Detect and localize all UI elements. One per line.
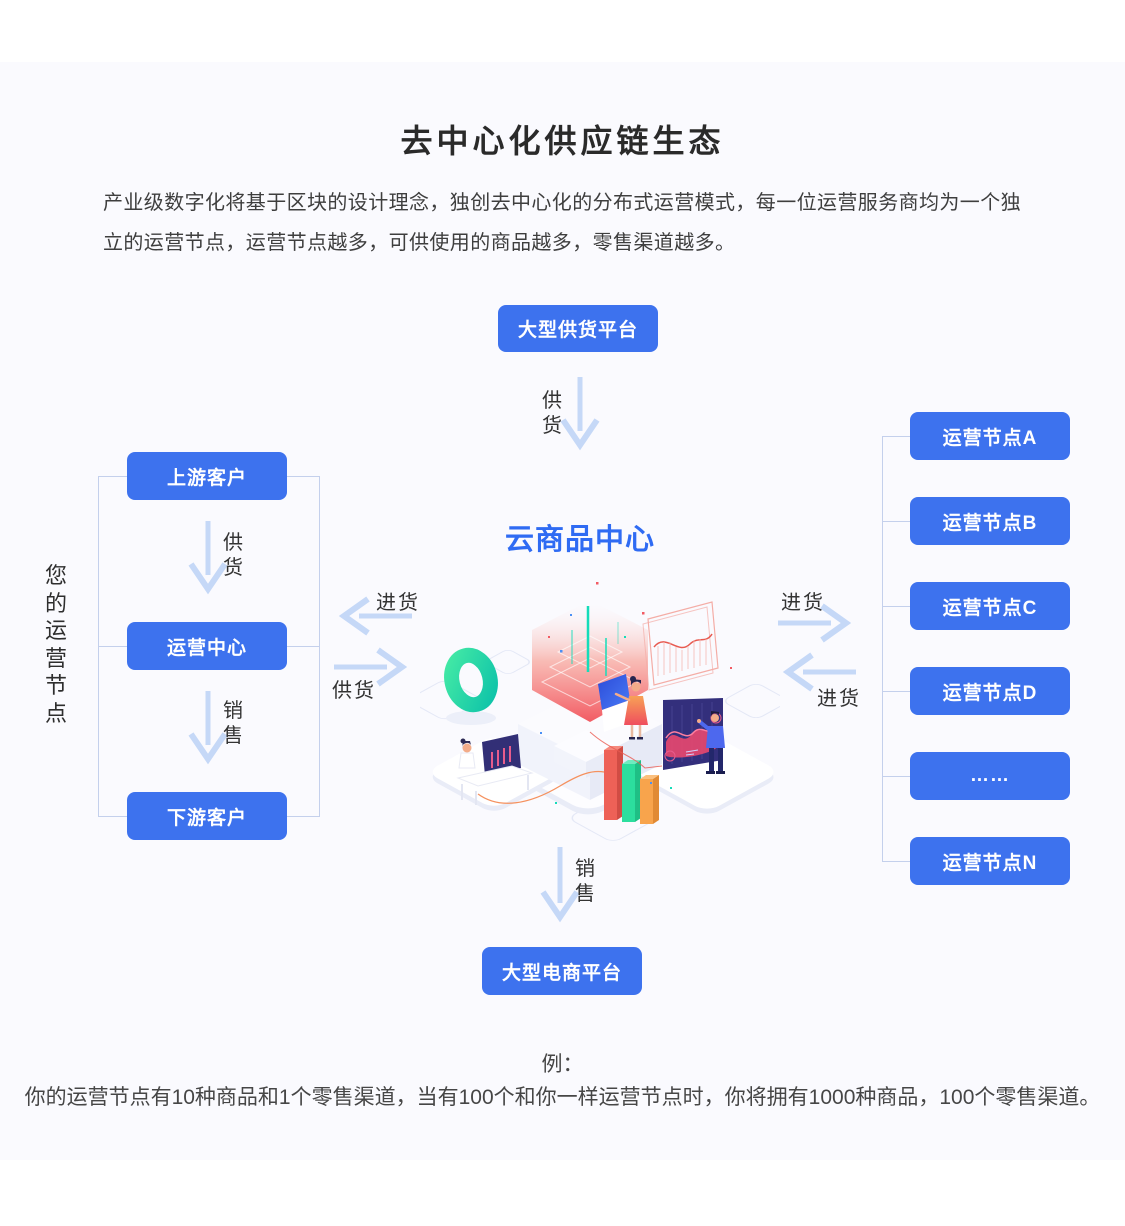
right-node-b: 运营节点B [910, 497, 1070, 545]
cloud-center-title: 云商品中心 [504, 524, 655, 556]
arrow-center-to-ecommerce-icon [540, 847, 580, 923]
example-label: 例： [541, 1053, 584, 1076]
right-node-c: 运营节点C [910, 582, 1070, 630]
intro-line-2: 立的运营节点，运营节点越多，可供使用的商品越多，零售渠道越多。 [103, 232, 736, 254]
right-node-d: 运营节点D [910, 667, 1070, 715]
person-man [697, 711, 725, 774]
right-node-ellipsis: …… [910, 752, 1070, 800]
right-bracket-stub-6 [882, 861, 910, 862]
arrow-opcenter-to-downstream-icon [188, 691, 228, 765]
bar-chart [604, 746, 659, 824]
left-node-operation-center: 运营中心 [127, 622, 287, 670]
example-text: 你的运营节点有10种商品和1个零售渠道，当有100个和你一样运营节点时，你将拥有… [24, 1086, 1101, 1109]
arrow-upstream-to-opcenter-icon [188, 521, 228, 595]
arrow-center-to-left-icon [338, 596, 412, 636]
page-title: 去中心化供应链生态 [400, 123, 725, 159]
label-supply-left-out: 供货 [332, 680, 376, 702]
right-bracket-stub-3 [882, 606, 910, 607]
right-node-a: 运营节点A [910, 412, 1070, 460]
right-bracket-stub-5 [882, 776, 910, 777]
ecommerce-platform-node: 大型电商平台 [482, 947, 642, 995]
arrow-supplier-to-center-icon [560, 377, 600, 451]
right-bracket-stub-2 [882, 521, 910, 522]
left-node-downstream: 下游客户 [127, 792, 287, 840]
wireframe-chart [642, 601, 719, 691]
left-node-upstream: 上游客户 [127, 452, 287, 500]
supplier-platform-node: 大型供货平台 [498, 305, 658, 352]
supply-chain-illustration [420, 582, 780, 841]
intro-line-1: 产业级数字化将基于区块的设计理念，独创去中心化的分布式运营模式，每一位运营服务商… [103, 192, 1021, 214]
label-left-sale: 销售 [223, 700, 243, 747]
torus-icon [444, 647, 498, 725]
desk-workstation [456, 734, 534, 805]
person-woman [598, 674, 648, 740]
right-bracket-vertical [882, 436, 883, 862]
scatter-dots [540, 667, 732, 804]
label-purchase-right-bottom: 进货 [817, 688, 861, 710]
presentation-board [663, 698, 723, 770]
arrow-right-to-center-icon [782, 652, 856, 692]
connector-strings [477, 731, 663, 804]
label-left-supply: 供货 [223, 532, 243, 579]
your-operation-node-label: 您的运营节点 [44, 563, 67, 726]
arrow-left-to-center-icon [334, 647, 408, 687]
label-supply-top: 供货 [542, 390, 562, 437]
intro-paragraph: 产业级数字化将基于区块的设计理念，独创去中心化的分布式运营模式，每一位运营服务商… [103, 183, 1043, 263]
right-bracket-stub-4 [882, 691, 910, 692]
right-bracket-stub-1 [882, 436, 910, 437]
label-purchase-right-top: 进货 [781, 592, 825, 614]
right-node-n: 运营节点N [910, 837, 1070, 885]
label-sale-bottom: 销售 [575, 858, 595, 905]
arrow-center-to-right-icon [778, 603, 852, 643]
label-purchase-left: 进货 [376, 592, 420, 614]
